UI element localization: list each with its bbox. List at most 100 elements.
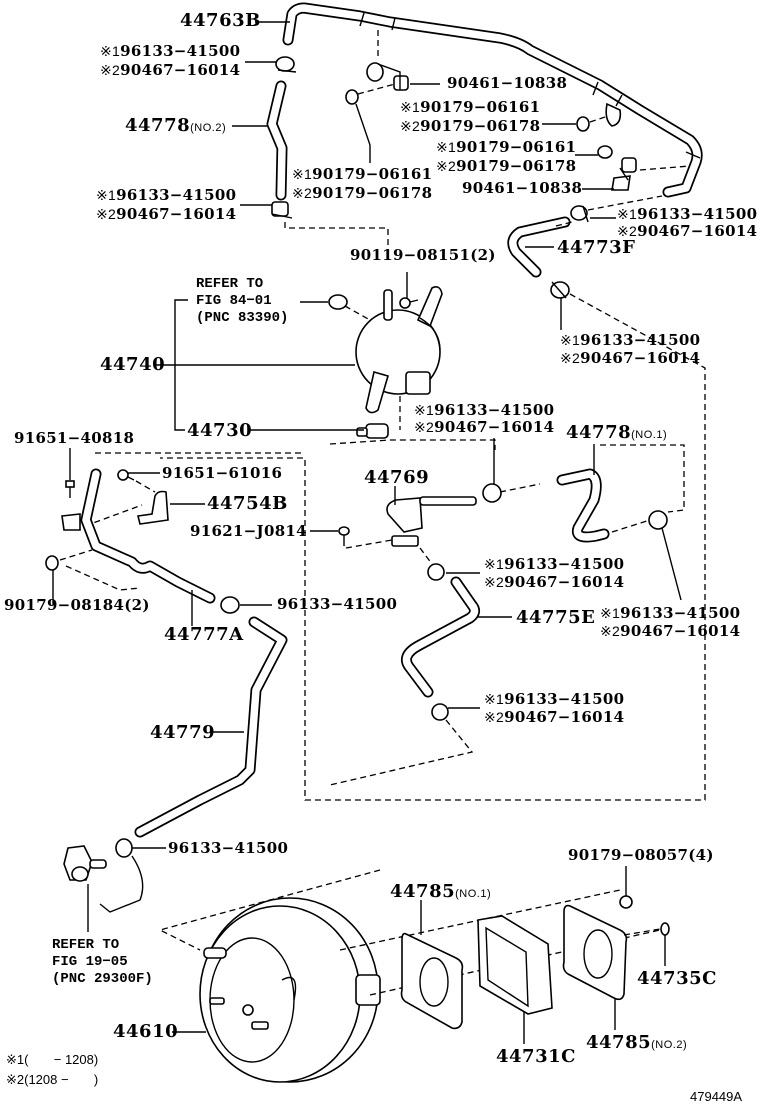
label-bolt-91651-40818: 91651−40818 <box>14 429 135 447</box>
nut-b-icon[interactable] <box>576 102 622 132</box>
label-44754B: 44754B <box>207 493 288 514</box>
gasket-44785-no2[interactable] <box>562 904 628 1001</box>
clamp-right-icon[interactable] <box>570 205 589 223</box>
pipe-44769[interactable] <box>386 496 477 547</box>
marker: ※2 <box>484 709 505 725</box>
label-clamp-top-left-1: ※196133−41500 <box>100 44 240 59</box>
label-refer-fig84[interactable]: REFER TO FIG 84−01 (PNC 83390) <box>196 276 288 327</box>
label-44769: 44769 <box>364 467 430 488</box>
vacuum-tube-44763B[interactable] <box>282 2 703 198</box>
label-bolt-91651-61016: 91651−61016 <box>162 464 283 482</box>
label-clamp-mid-left-1: ※196133−41500 <box>96 188 236 203</box>
sub-label: (NO.2) <box>651 1039 688 1051</box>
clamp-44777A-icon[interactable] <box>220 596 240 614</box>
part-number: 90179−06161 <box>456 138 577 156</box>
label-44735C: 44735C <box>637 968 717 989</box>
marker: ※2 <box>6 1072 25 1087</box>
dash-line <box>499 483 541 493</box>
bolt-91651-40818-icon[interactable] <box>65 480 75 498</box>
brake-booster-44610[interactable] <box>199 897 381 1083</box>
pipe-44777A[interactable] <box>61 468 216 604</box>
part-number: 90467−16014 <box>120 61 241 79</box>
note-text: (1208 − ) <box>24 1072 99 1087</box>
label-44785-no1: 44785(NO.1) <box>390 883 491 901</box>
label-union-top: 90461−10838 <box>447 74 568 92</box>
vacuum-tank-44740[interactable] <box>355 286 443 414</box>
sub-label: (NO.1) <box>631 429 668 441</box>
union-fitting-top-icon[interactable] <box>366 62 409 91</box>
bolt-91621-icon[interactable] <box>338 526 350 546</box>
marker: ※1 <box>560 332 581 348</box>
clamp-tank-icon[interactable] <box>550 281 570 299</box>
marker: ※1 <box>484 691 505 707</box>
part-number: 96133−41500 <box>620 604 741 622</box>
clamp-top-left-icon[interactable] <box>275 56 297 73</box>
label-clamp-44775E-bot-1: ※196133−41500 <box>484 692 624 707</box>
refer-fig84-fitting-icon[interactable] <box>328 294 348 310</box>
bolt-91651-61016-icon[interactable] <box>117 469 135 481</box>
label-clamp-mid-left-2: ※290467−16014 <box>96 207 236 222</box>
marker: ※1 <box>414 402 435 418</box>
part-number: 90179−06178 <box>312 184 433 202</box>
part-number: 96133−41500 <box>580 331 701 349</box>
pin-44735C-icon[interactable] <box>660 922 670 936</box>
marker: ※2 <box>560 350 581 366</box>
dash-line <box>160 293 706 801</box>
clamp-mid-left-icon[interactable] <box>271 201 293 219</box>
label-44777A: 44777A <box>164 624 244 645</box>
label-44730: 44730 <box>187 420 253 441</box>
label-bolt-tank: 90119−08151(2) <box>350 246 496 264</box>
hose-44775E[interactable] <box>400 576 481 698</box>
leader-nut-a <box>355 103 371 163</box>
check-valve-44730[interactable] <box>356 423 389 439</box>
engine-fitting-icon[interactable] <box>63 845 144 913</box>
hose-44778-no2[interactable] <box>266 80 288 201</box>
dash-line <box>344 305 371 321</box>
clamp-44775E-bottom-icon[interactable] <box>431 703 449 721</box>
spacer-44731C[interactable] <box>477 915 553 1015</box>
label-refer-fig19[interactable]: REFER TO FIG 19−05 (PNC 29300F) <box>52 937 153 988</box>
part-number: 90179−06178 <box>456 157 577 175</box>
label-44773F: 44773F <box>557 237 636 258</box>
label-44785-no2: 44785(NO.2) <box>586 1034 687 1052</box>
dash-line <box>639 165 691 171</box>
bracket-44754B[interactable] <box>137 490 169 525</box>
part-number: 44785 <box>586 1032 652 1053</box>
clamp-valve-icon[interactable] <box>482 483 502 503</box>
label-clamp-tank-2: ※290467−16014 <box>560 351 700 366</box>
label-clamp-tank-1: ※196133−41500 <box>560 333 700 348</box>
hose-44779[interactable] <box>134 616 288 838</box>
nut-c-icon[interactable] <box>597 145 613 159</box>
refer-line: (PNC 29300F) <box>52 971 153 987</box>
part-number: 90467−16014 <box>637 222 758 240</box>
marker: ※1 <box>292 166 313 182</box>
leader-clamp-no1-right <box>661 527 682 601</box>
clamp-44775E-top-icon[interactable] <box>427 563 445 581</box>
marker: ※1 <box>400 99 421 115</box>
part-number: 44778 <box>125 115 191 136</box>
nut-a-icon[interactable] <box>345 89 359 105</box>
dash-line <box>589 115 609 123</box>
nut-90179-08184-icon[interactable] <box>45 555 59 571</box>
label-44610: 44610 <box>113 1021 179 1042</box>
label-clamp-no1-right-1: ※196133−41500 <box>600 606 740 621</box>
dash-line <box>587 195 663 211</box>
gasket-44785-no1[interactable] <box>400 932 464 1030</box>
hose-44778-no1[interactable] <box>556 468 610 543</box>
sub-label: (NO.1) <box>455 888 492 900</box>
hose-44773F[interactable] <box>507 216 571 278</box>
clamp-bottom-icon[interactable] <box>115 838 133 858</box>
clamp-no1-right-icon[interactable] <box>648 510 668 530</box>
part-number: 90467−16014 <box>620 622 741 640</box>
bolt-tank-icon[interactable] <box>399 297 419 309</box>
union-fitting-mid-icon[interactable] <box>611 157 637 191</box>
label-nut-b-2: ※290179−06178 <box>400 119 540 134</box>
label-44778-no1: 44778(NO.1) <box>566 424 667 442</box>
label-clamp-valve-1: ※196133−41500 <box>414 403 554 418</box>
label-nut-90179-08057: 90179−08057(4) <box>568 846 714 864</box>
nut-90179-08057-icon[interactable] <box>619 895 633 909</box>
part-number: 96133−41500 <box>434 401 555 419</box>
part-number: 96133−41500 <box>120 42 241 60</box>
label-44763B: 44763B <box>180 10 261 31</box>
